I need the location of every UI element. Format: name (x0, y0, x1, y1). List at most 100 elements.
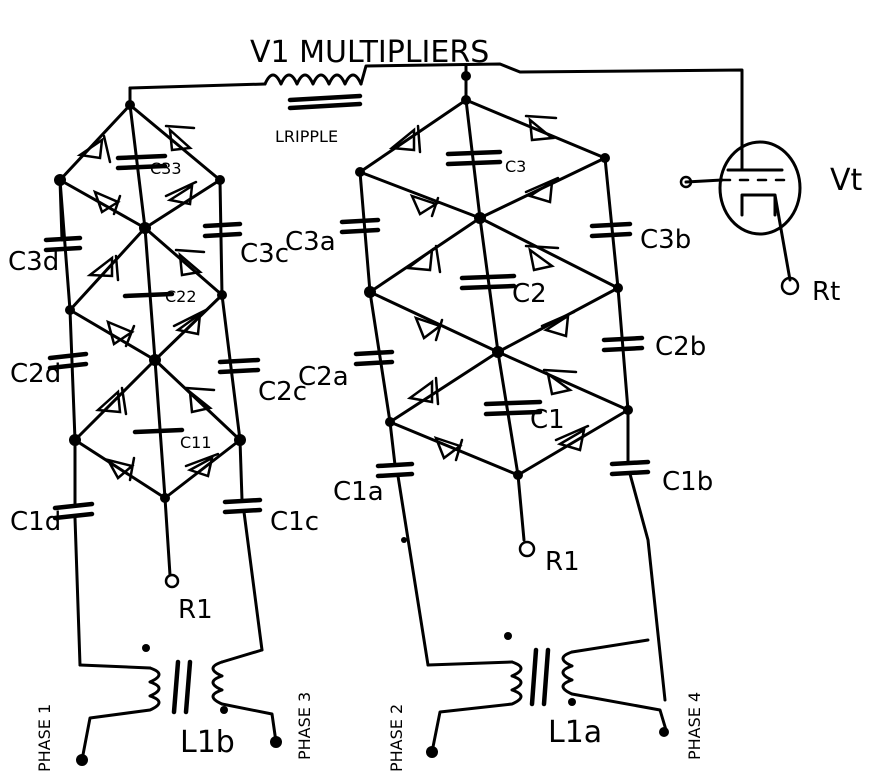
diode-icon (524, 244, 560, 272)
junction-dot (401, 537, 407, 543)
transformer-l1b: L1b (76, 644, 282, 766)
lripple-label: LRIPPLE (275, 127, 338, 146)
capacitor-c1d (52, 501, 95, 521)
left-r1-label: R1 (178, 595, 213, 625)
wire (238, 438, 244, 502)
c33-label: C33 (150, 159, 182, 178)
diode-icon (92, 189, 122, 216)
c3a-label: C3a (285, 227, 336, 257)
capacitor-c11 (132, 427, 185, 435)
right-r1-terminal (518, 540, 536, 558)
ripple-inductor-coil (263, 73, 363, 86)
left-phase1-lead (73, 516, 82, 667)
capacitor-c1 (483, 399, 543, 417)
left-phase3-lead (242, 510, 264, 652)
c3c-label: C3c (240, 239, 289, 269)
junction-dot (65, 305, 75, 315)
vt-label: Vt (830, 163, 863, 198)
diode-icon (554, 424, 590, 452)
tube-plate (726, 138, 784, 172)
junction-dot (355, 167, 365, 177)
junction-dot (513, 470, 523, 480)
capacitor-c3a (339, 217, 381, 235)
c3b-label: C3b (640, 225, 691, 255)
c22-label: C22 (165, 287, 197, 306)
ripple-core-line-2 (287, 101, 363, 111)
diode-icon (184, 452, 220, 478)
c1d-label: C1d (10, 507, 61, 537)
capacitor-c1a (375, 461, 415, 479)
c2c-label: C2c (258, 377, 307, 407)
diode-icon (404, 244, 442, 274)
right-diamond-low-diag (388, 350, 630, 424)
transformer-l1a: L1a (426, 632, 669, 758)
diode-icon (406, 376, 440, 406)
c2-label: C2 (512, 279, 547, 309)
left-diodes (76, 124, 220, 482)
diode-icon (540, 310, 576, 338)
phase2-label: PHASE 2 (387, 704, 406, 772)
polarity-dot (568, 698, 576, 706)
diode-icon (95, 386, 128, 416)
c11-label: C11 (180, 433, 212, 452)
junction-dot (139, 222, 151, 234)
c3d-label: C3d (8, 247, 59, 277)
diode-icon (409, 193, 440, 218)
c1-label: C1 (530, 405, 565, 435)
left-diamond-mid-diag (68, 226, 224, 312)
diode-icon (524, 114, 558, 142)
junction-dot (149, 354, 161, 366)
junction-dot (613, 283, 623, 293)
capacitor-c3d (43, 235, 83, 253)
left-diamond-low-diag (73, 358, 242, 442)
capacitor-c2 (459, 273, 517, 291)
diode-icon (106, 319, 136, 348)
capacitor-c2d (47, 351, 89, 371)
wire (570, 638, 668, 732)
capacitor-c2b (601, 335, 645, 353)
junction-dot (474, 212, 486, 224)
diode-icon (433, 435, 464, 462)
capacitor-c1c (222, 497, 263, 515)
c2d-label: C2d (10, 359, 61, 389)
l1a-label: L1a (548, 715, 602, 750)
top-bus-right (359, 62, 744, 142)
wire (78, 663, 152, 670)
phase3-terminal (270, 736, 282, 748)
c3-label: C3 (505, 157, 526, 176)
ripple-core-line-1 (287, 93, 363, 103)
capacitor-c22 (122, 291, 175, 299)
diode-icon (164, 180, 198, 206)
right-phase2-lead (396, 474, 430, 667)
wire (220, 648, 278, 744)
right-diodes (388, 114, 590, 462)
l1b-label: L1b (180, 725, 235, 760)
diode-icon (388, 124, 422, 154)
top-bus-left (128, 82, 267, 90)
primary-coil (430, 660, 523, 754)
polarity-dot (142, 644, 150, 652)
diode-icon (542, 368, 578, 396)
phase4-terminal (659, 727, 669, 737)
diode-icon (105, 456, 136, 482)
transformer-core (529, 647, 551, 707)
vacuum-tube-envelope (718, 140, 802, 236)
capacitor-c1b (609, 459, 651, 477)
wire (388, 420, 397, 467)
phase1-label: PHASE 1 (35, 704, 54, 772)
c1c-label: C1c (270, 507, 319, 537)
capacitor-c33 (115, 153, 168, 171)
secondary-coil (561, 650, 574, 696)
rt-terminal (780, 276, 800, 296)
diode-icon (413, 315, 444, 342)
diode-icon (164, 124, 196, 152)
capacitor-c3c (202, 221, 243, 239)
c1a-label: C1a (333, 477, 384, 507)
junction-dot (461, 71, 471, 81)
primary-coil (80, 666, 161, 762)
diode-icon (524, 176, 560, 204)
capacitor-c2c (217, 357, 261, 375)
diode-icon (174, 248, 206, 277)
junction-dot (492, 346, 504, 358)
